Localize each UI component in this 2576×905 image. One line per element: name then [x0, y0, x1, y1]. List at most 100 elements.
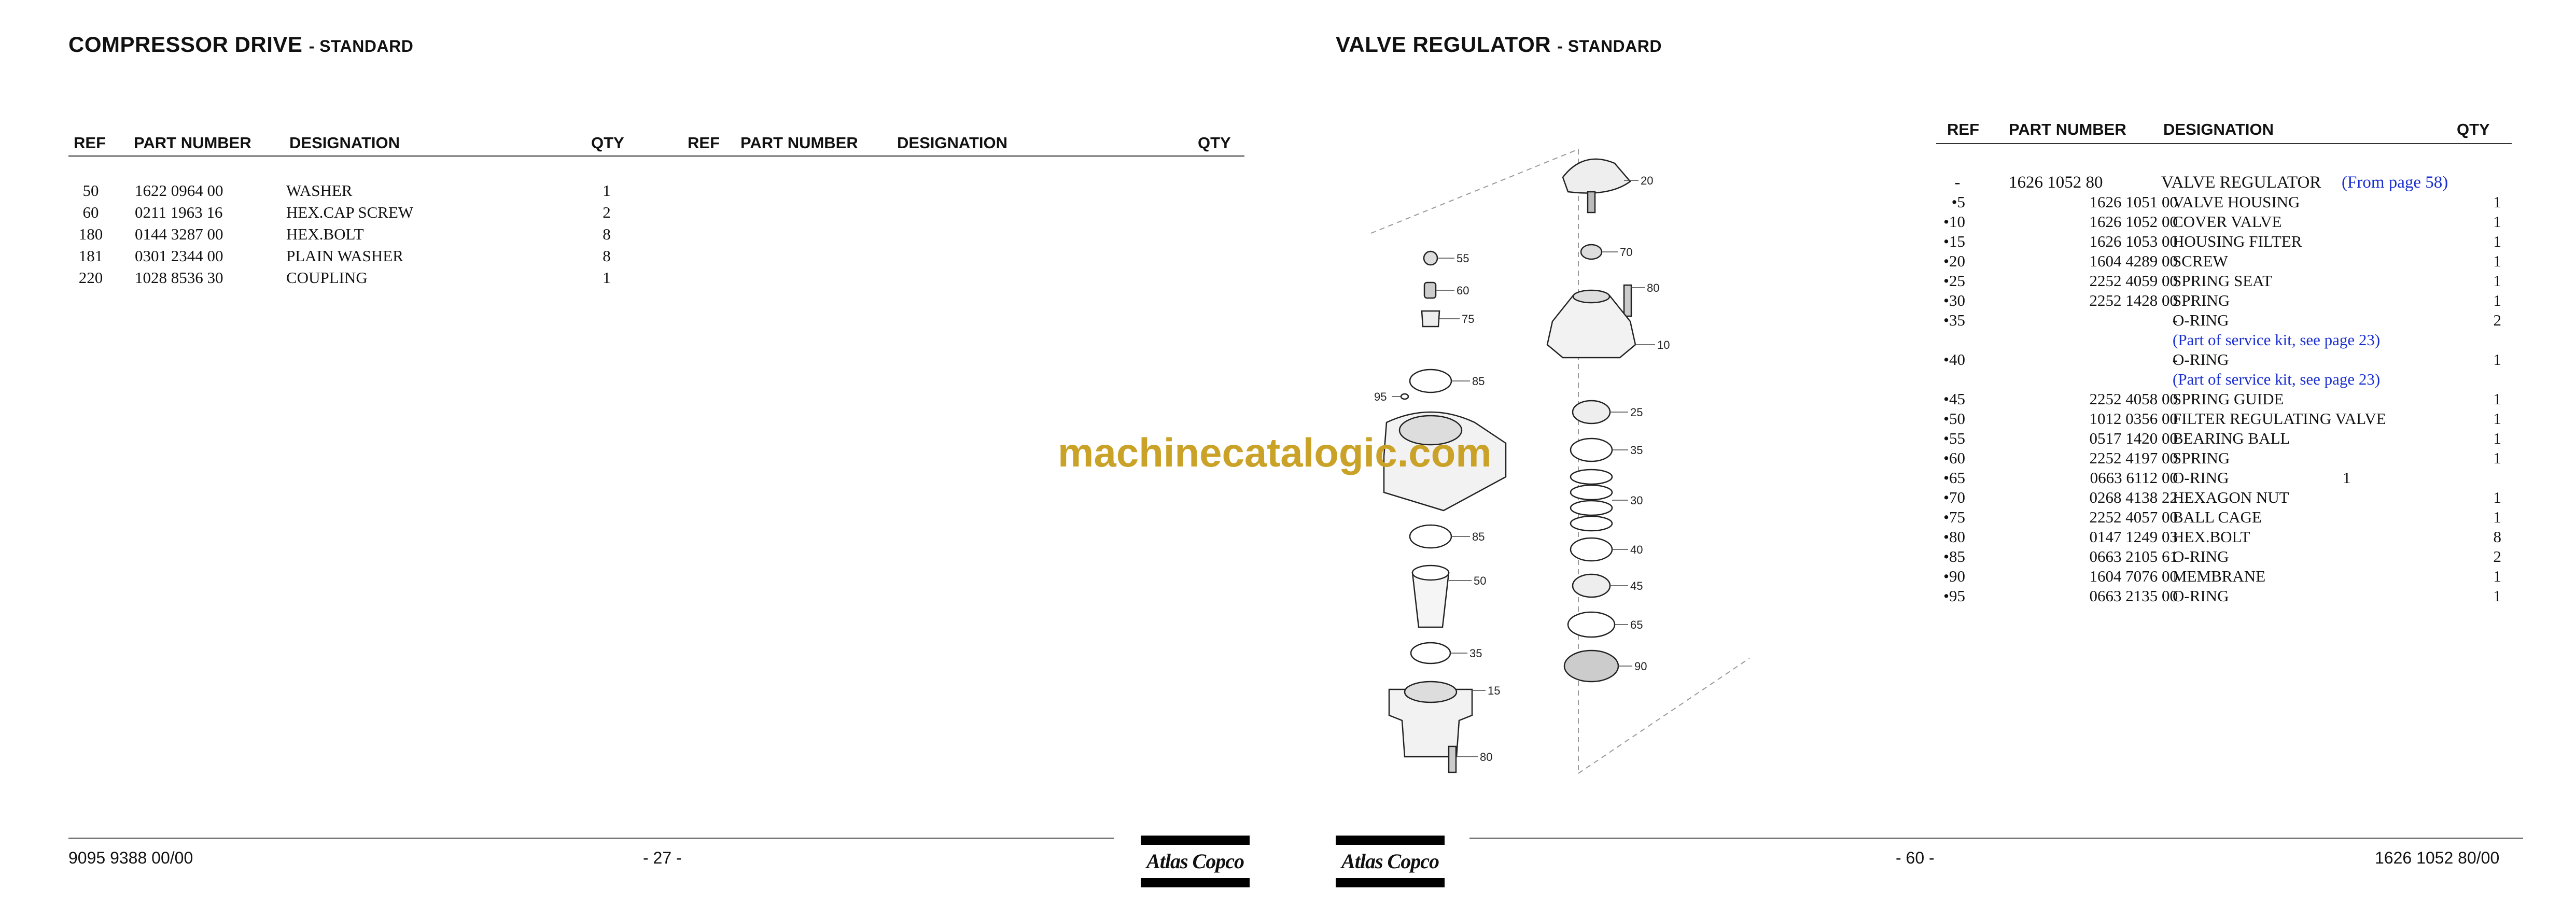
header-part-number-2: PART NUMBER [740, 134, 858, 152]
right-callout-label: 80 [1647, 281, 1659, 294]
row-ref: 60 [82, 203, 99, 221]
row-designation: O-RING [2173, 587, 2229, 605]
left-callout-label: 85 [1472, 375, 1485, 388]
row-qty: 2 [2493, 547, 2502, 565]
header-designation: DESIGNATION [2163, 120, 2274, 138]
o-ring-95-part [1400, 393, 1409, 400]
header-rule [68, 155, 1244, 157]
header-designation: DESIGNATION [289, 134, 400, 152]
row-qty: 1 [2493, 350, 2502, 369]
row-qty: 1 [2493, 488, 2502, 506]
callout-leaders [1392, 180, 1655, 757]
row-qty: 1 [2493, 587, 2502, 605]
right-page: VALVE REGULATOR - STANDARD REF PART NUMB… [1288, 0, 2576, 905]
ball-cage-part [1421, 310, 1440, 328]
row-part-number: 0211 1963 16 [135, 203, 223, 221]
header-ref: REF [74, 134, 106, 152]
row-designation: SCREW [2173, 252, 2228, 270]
row-qty: 1 [603, 268, 611, 287]
row-designation: WASHER [286, 181, 353, 200]
row-part-number: 0663 6112 00 [2090, 469, 2178, 487]
left-callout-label: 50 [1474, 574, 1486, 587]
row-part-number: 2252 4057 00 [2089, 508, 2178, 526]
row-designation: HEXAGON NUT [2173, 488, 2289, 506]
header-qty: QTY [591, 134, 624, 152]
row-part-number: 0663 2105 61 [2089, 547, 2178, 565]
row-ref: •65 [1943, 469, 1965, 487]
spring-large-part [1570, 469, 1613, 532]
row-ref: 181 [78, 247, 103, 265]
right-callout-label: 65 [1630, 618, 1643, 631]
row-ref: 220 [78, 268, 103, 287]
row-ref: •45 [1943, 390, 1965, 408]
left-page: COMPRESSOR DRIVE - STANDARD REF PART NUM… [68, 32, 1250, 887]
logo-text: Atlas Copco [1146, 850, 1244, 873]
row-designation: O-RING [2173, 311, 2229, 329]
document-code: 1626 1052 80/00 [2375, 849, 2500, 867]
left-callout-label: 95 [1374, 390, 1387, 403]
left-callout-label: 15 [1488, 684, 1500, 697]
row-designation: HEX.CAP SCREW [286, 203, 414, 221]
row-designation: PLAIN WASHER [286, 247, 403, 265]
row-part-number: 1604 4289 00 [2089, 252, 2178, 270]
row-ref: •95 [1943, 587, 1965, 605]
row-designation: COVER VALVE [2173, 213, 2282, 231]
row-qty: 1 [2493, 429, 2502, 447]
right-callout-label: 40 [1630, 543, 1643, 556]
left-callout-label: 85 [1472, 530, 1485, 543]
row-part-number: 1604 7076 00 [2089, 567, 2178, 585]
row-qty: 8 [603, 247, 611, 265]
title-text: COMPRESSOR DRIVE [68, 32, 303, 56]
o-ring-35-left-part [1410, 642, 1451, 664]
left-callout-label: 75 [1462, 313, 1474, 326]
row-part-number: 2252 4059 00 [2089, 272, 2178, 290]
left-callout-label: 80 [1480, 751, 1492, 763]
callout-labels: 5560758595855035158020708010253530404565… [1374, 174, 1670, 763]
o-ring-85-top-part [1409, 369, 1452, 393]
spring-seat-part [1572, 400, 1611, 425]
row-ref: •10 [1943, 213, 1965, 231]
row-qty: 1 [2493, 409, 2502, 428]
row-part-number: - [2172, 311, 2178, 329]
title-text: VALVE REGULATOR [1336, 32, 1551, 56]
header-qty-2: QTY [1198, 134, 1231, 152]
row-ref: •55 [1943, 429, 1965, 447]
row-qty: 1 [2343, 469, 2351, 487]
row-ref: •85 [1943, 547, 1965, 565]
row-ref: •60 [1943, 449, 1965, 467]
row-part-number: 0663 2135 00 [2089, 587, 2178, 605]
row-designation: MEMBRANE [2173, 567, 2266, 585]
row-qty: 1 [2493, 567, 2502, 585]
header-qty: QTY [2457, 120, 2490, 138]
watermark: machinecatalogic.com [1058, 430, 1492, 475]
row-part-number: 1626 1051 00 [2089, 193, 2178, 211]
hex-bolt-80-right-part [1623, 284, 1632, 317]
screw-knob-part [1562, 158, 1631, 194]
right-callout-label: 20 [1641, 174, 1653, 187]
header-part-number: PART NUMBER [134, 134, 251, 152]
row-qty: 1 [2493, 508, 2502, 526]
row-ref: •15 [1943, 232, 1965, 250]
o-ring-40-part [1570, 537, 1613, 562]
row-designation: COUPLING [286, 268, 368, 287]
row-ref: 50 [82, 181, 99, 200]
row-ref: •40 [1943, 350, 1965, 369]
row-ref: •30 [1943, 291, 1965, 309]
row-ref: •70 [1943, 488, 1965, 506]
right-callout-label: 30 [1630, 494, 1643, 507]
o-ring-85-bottom-part [1409, 524, 1452, 549]
right-callout-label: 70 [1620, 246, 1632, 259]
o-ring-35-right-part [1570, 437, 1613, 462]
filter-part [1411, 572, 1450, 628]
row-designation: SPRING [2173, 449, 2230, 467]
row-qty: 1 [2493, 291, 2502, 309]
row-part-number: 1626 1053 00 [2089, 232, 2178, 250]
row-qty: 1 [2493, 449, 2502, 467]
row-designation: O-RING [2173, 469, 2229, 487]
right-callout-label: 35 [1630, 444, 1643, 457]
row-qty: 1 [2493, 252, 2502, 270]
hex-bolt-80-left-part [1448, 745, 1457, 773]
bearing-ball-part [1423, 250, 1438, 266]
membrane-part [1563, 649, 1619, 683]
row-part-number: 0147 1249 03 [2089, 528, 2178, 546]
